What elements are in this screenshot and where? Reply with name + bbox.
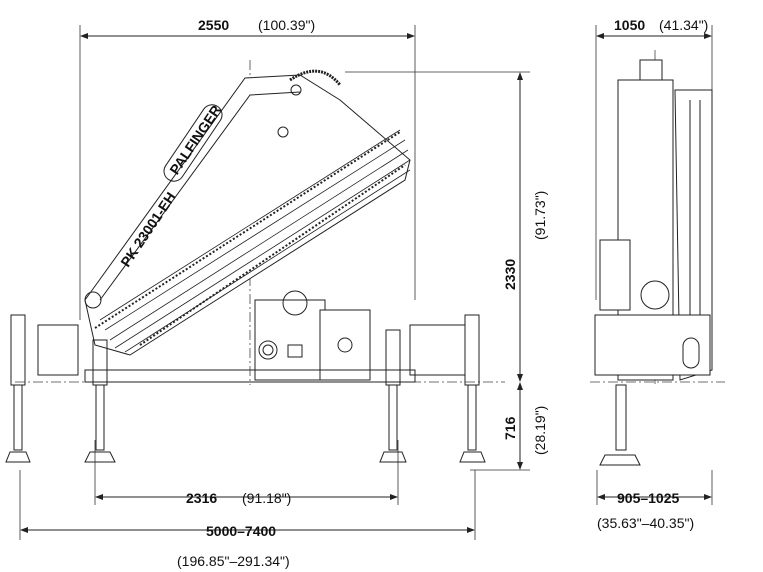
dim-2330: 2330 [502,259,518,290]
dim-5000-7400: 5000–7400 [206,523,276,539]
dim-2550-in: (100.39") [258,17,315,33]
dim-2316: 2316 [186,490,217,506]
dim-905-1025: 905–1025 [617,490,680,506]
dim-905-1025-in: (35.63"–40.35") [597,515,694,531]
dim-1050-in: (41.34") [659,17,708,33]
dim-2316-in: (91.18") [242,490,291,506]
outrigger-legs [5,314,486,463]
dim-716: 716 [502,416,518,440]
crane-side-view [5,69,486,463]
dim-5000-7400-in: (196.85"–291.34") [177,553,290,569]
dim-1050: 1050 [614,17,645,33]
crane-end-view [594,59,713,466]
dim-2330-in: (91.73") [532,191,548,240]
dimension-lines [20,33,712,533]
dim-2550: 2550 [198,17,229,33]
dim-716-in: (28.19") [532,406,548,455]
